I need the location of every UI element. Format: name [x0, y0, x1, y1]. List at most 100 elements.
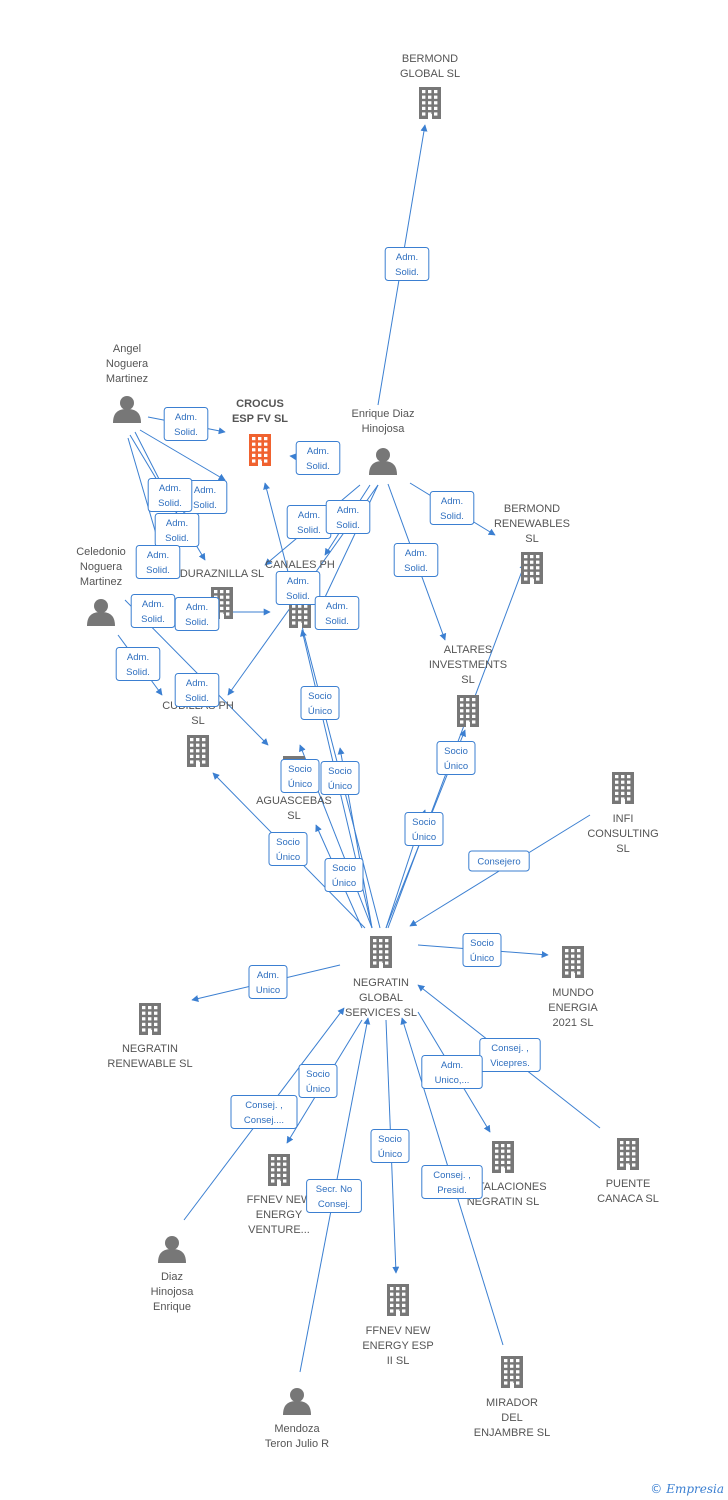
- relation-text: Consej.: [318, 1199, 350, 1210]
- building-icon: [521, 552, 543, 584]
- relation-label[interactable]: Adm.Solid.: [295, 441, 341, 475]
- node-label: INVESTMENTS: [429, 659, 507, 671]
- node-label: MIRADOR: [486, 1397, 538, 1409]
- node-label: DURAZNILLA SL: [180, 568, 264, 580]
- node-label: AGUASCEBAS: [256, 795, 332, 807]
- node-label: RENEWABLES: [494, 518, 570, 530]
- relation-label[interactable]: Adm.Solid.: [154, 513, 200, 547]
- node-label: Hinojosa: [151, 1286, 195, 1298]
- relation-label[interactable]: Adm.Solid.: [174, 597, 220, 631]
- relation-text: Solid.: [158, 498, 182, 509]
- relation-text: Adm.: [127, 652, 149, 663]
- relation-text: Solid.: [174, 427, 198, 438]
- relation-label[interactable]: Adm.Unico,...: [421, 1055, 483, 1089]
- relation-label[interactable]: Adm.Solid.: [286, 505, 332, 539]
- relation-text: Socio: [378, 1134, 402, 1145]
- relation-label[interactable]: Consej. ,Vicepres.: [479, 1038, 541, 1072]
- node-label: Hinojosa: [362, 423, 406, 435]
- node-ffnev-venture[interactable]: FFNEV NEWENERGYVENTURE...: [247, 1154, 312, 1236]
- node-label: GLOBAL: [359, 992, 403, 1004]
- node-label: NEGRATIN: [122, 1043, 178, 1055]
- relation-label[interactable]: Adm.Solid.: [384, 247, 430, 281]
- relation-text: Solid.: [141, 614, 165, 625]
- node-label: GLOBAL SL: [400, 68, 460, 80]
- relation-label[interactable]: Adm.Solid.: [393, 543, 439, 577]
- relation-label[interactable]: Adm.Unico: [248, 965, 288, 999]
- relation-text: Adm.: [194, 485, 216, 496]
- node-label: NEGRATIN SL: [467, 1196, 540, 1208]
- node-label: ENJAMBRE SL: [474, 1427, 550, 1439]
- relations-layer: Adm. Solid. Adm. Solid. Adm. Solid. Adm. Solid.…: [115, 247, 541, 1213]
- relation-text: Único: [328, 781, 352, 792]
- relation-label[interactable]: Secr. No Consej.: [306, 1179, 362, 1213]
- building-icon: [501, 1356, 523, 1388]
- relation-label[interactable]: Adm.Solid.: [325, 500, 371, 534]
- relation-text: Único: [288, 779, 312, 790]
- relation-label[interactable]: Adm.Solid.: [275, 571, 321, 605]
- person-icon: [87, 599, 115, 626]
- relation-label[interactable]: Adm.Solid.: [174, 673, 220, 707]
- relation-text: Socio: [276, 837, 300, 848]
- relation-text: Unico,...: [435, 1075, 470, 1086]
- relation-label[interactable]: Adm. Solid.: [147, 478, 193, 512]
- edge-line: [139, 429, 226, 481]
- relation-text: Adm.: [142, 599, 164, 610]
- relation-label[interactable]: Adm.Solid.: [115, 647, 161, 681]
- node-label: Enrique: [153, 1301, 191, 1313]
- building-icon: [612, 772, 634, 804]
- node-label: Teron Julio R: [265, 1438, 329, 1450]
- node-label: FFNEV NEW: [247, 1194, 312, 1206]
- relation-label[interactable]: Consejero: [468, 850, 530, 872]
- relation-label[interactable]: Adm.Solid.: [182, 480, 228, 514]
- relation-text: Socio: [332, 863, 356, 874]
- footer-brand[interactable]: ©Empresia: [650, 1482, 724, 1496]
- person-icon: [369, 448, 397, 475]
- node-label: VENTURE...: [248, 1224, 310, 1236]
- relation-label[interactable]: Consej. ,Consej....: [230, 1095, 298, 1129]
- building-icon: [457, 695, 479, 727]
- relation-text: Secr. No: [316, 1184, 352, 1195]
- relation-label[interactable]: Adm.Solid.: [314, 596, 360, 630]
- relation-label[interactable]: Adm.Solid.: [429, 491, 475, 525]
- node-label: DEL: [501, 1412, 522, 1424]
- relation-label[interactable]: Adm.Solid.: [135, 545, 181, 579]
- person-icon: [158, 1236, 186, 1263]
- node-mirador[interactable]: MIRADOR DEL ENJAMBRE SL: [474, 1356, 550, 1439]
- relation-text: Solid.: [286, 591, 310, 602]
- relation-label[interactable]: Adm.Solid.: [163, 407, 209, 441]
- relation-label[interactable]: Adm. Solid.: [130, 594, 176, 628]
- relation-text: Adm.: [159, 483, 181, 494]
- person-icon: [283, 1388, 311, 1415]
- relation-text: Consejero: [477, 857, 520, 868]
- node-label: CROCUS: [236, 398, 284, 410]
- relation-label[interactable]: Consej. ,Presid.: [421, 1165, 483, 1199]
- relation-text: Presid.: [437, 1185, 467, 1196]
- building-icon: [617, 1138, 639, 1170]
